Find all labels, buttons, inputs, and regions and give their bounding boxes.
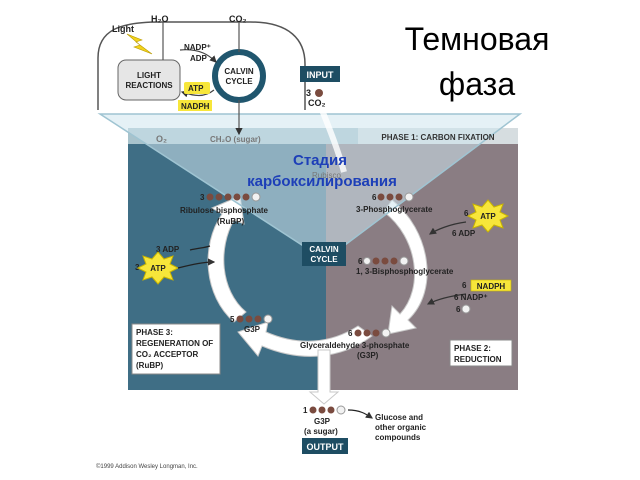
atp-label-1: ATP [480,212,496,221]
g3p5-qty: 5 [230,315,235,324]
center-calvin-box [302,242,346,266]
bpg-label: 1, 3-Bisphosphoglycerate [356,267,454,276]
atp-badge-small [184,82,210,94]
phase2-label-2: REDUCTION [454,355,502,364]
light-label: Light [112,24,134,34]
rubp-molecule-icon [206,192,261,202]
atp-label-small: ATP [188,84,204,93]
rubisco-label: Rubisco [312,171,341,180]
lightning-icon [126,33,153,55]
sugar-label-small: CH₂O (sugar) [210,135,261,144]
copyright: ©1999 Addison Wesley Longman, Inc. [96,463,198,470]
adp-label-small: ADP [190,54,208,63]
overview-inset [97,21,306,136]
g3p6-qty: 6 [348,329,353,338]
light-reactions-label-1: LIGHT [137,71,161,80]
atp6-qty: 6 [464,209,469,218]
output-molecule-icon [309,405,346,415]
phase3-box [131,323,221,375]
g3p6-label-2: (G3P) [357,351,379,360]
bpg-molecule-icon [363,256,409,266]
carboxylation-overlay [97,113,523,261]
atp-burst-icon-1 [466,199,510,233]
adp3-label: 3 ADP [156,245,180,254]
arrow-output [308,349,340,405]
calvin-label-1: CALVIN [224,67,253,76]
pga-label: 3-Phosphoglycerate [356,205,433,214]
atp-label-2: ATP [150,264,166,273]
adp6-label: 6 ADP [452,229,476,238]
pga-qty: 6 [372,193,377,202]
g3p5-label: G3P [244,325,261,334]
carbon-molecule-icon [315,89,323,97]
nadph-badge [470,279,512,292]
overlay-label-1: Стадия [293,152,347,169]
phase3-label-2: REGENERATION OF [136,339,213,348]
pi6-label: 6 [456,305,461,314]
center-label-1: CALVIN [309,245,338,254]
bpg-qty: 6 [358,257,363,266]
slide-title-1: Темновая [405,21,550,57]
o2-label: O₂ [156,134,167,144]
light-reactions-box [117,59,181,101]
glucose-label-3: compounds [375,433,421,442]
calvin-label-2: CYCLE [225,77,253,86]
overlay-label-2: карбоксилирования [247,173,397,190]
phase3-label-4: (RuBP) [136,361,163,370]
g3p6-label-1: Glyceraldehyde 3-phosphate [300,341,410,350]
nadph-label: NADPH [477,282,506,291]
phase3-label-3: CO₂ ACCEPTOR [136,350,198,359]
nadph-qty: 6 [462,281,467,290]
input-qty: 3 [306,88,311,98]
co2-label-top: CO₂ [229,14,247,24]
nadp-label: NADP⁺ [184,43,211,52]
glucose-label-2: other organic [375,423,427,432]
phase3-label-1: PHASE 3: [136,328,173,337]
calvin-cycle-ring [212,49,266,103]
h2o-label: H₂O [151,14,169,24]
atp-burst-icon-2 [136,251,180,285]
rubp-label-1: Ribulose bisphosphate [180,206,269,215]
rubp-label-2: (RuBP) [217,217,244,226]
glucose-label-1: Glucose and [375,413,423,422]
input-label: INPUT [307,70,335,80]
nadph-label-small: NADPH [181,102,210,111]
g3p5-molecule-icon [236,314,273,324]
output-qty: 1 [303,406,308,415]
output-box [302,438,348,454]
input-co2: CO₂ [308,98,326,108]
pga-molecule-icon [377,192,414,202]
phase2-label-1: PHASE 2: [454,344,491,353]
output-label: OUTPUT [307,442,345,452]
g3p6-molecule-icon [354,328,391,338]
input-box [300,66,340,82]
center-label-2: CYCLE [310,255,338,264]
arrow-bottom [237,321,373,357]
phase1-label: PHASE 1: CARBON FIXATION [381,133,494,142]
atp3-qty: 3 [135,263,140,272]
output-label-1: G3P [314,417,331,426]
nadp6-label: 6 NADP⁺ [454,293,488,302]
light-reactions-label-2: REACTIONS [125,81,173,90]
phase2-box [449,339,513,367]
slide-title-2: фаза [439,66,515,102]
nadph-badge-small [178,100,212,111]
output-label-2: (a sugar) [304,427,338,436]
rubp-qty: 3 [200,193,205,202]
phosphate-icon [461,304,471,314]
